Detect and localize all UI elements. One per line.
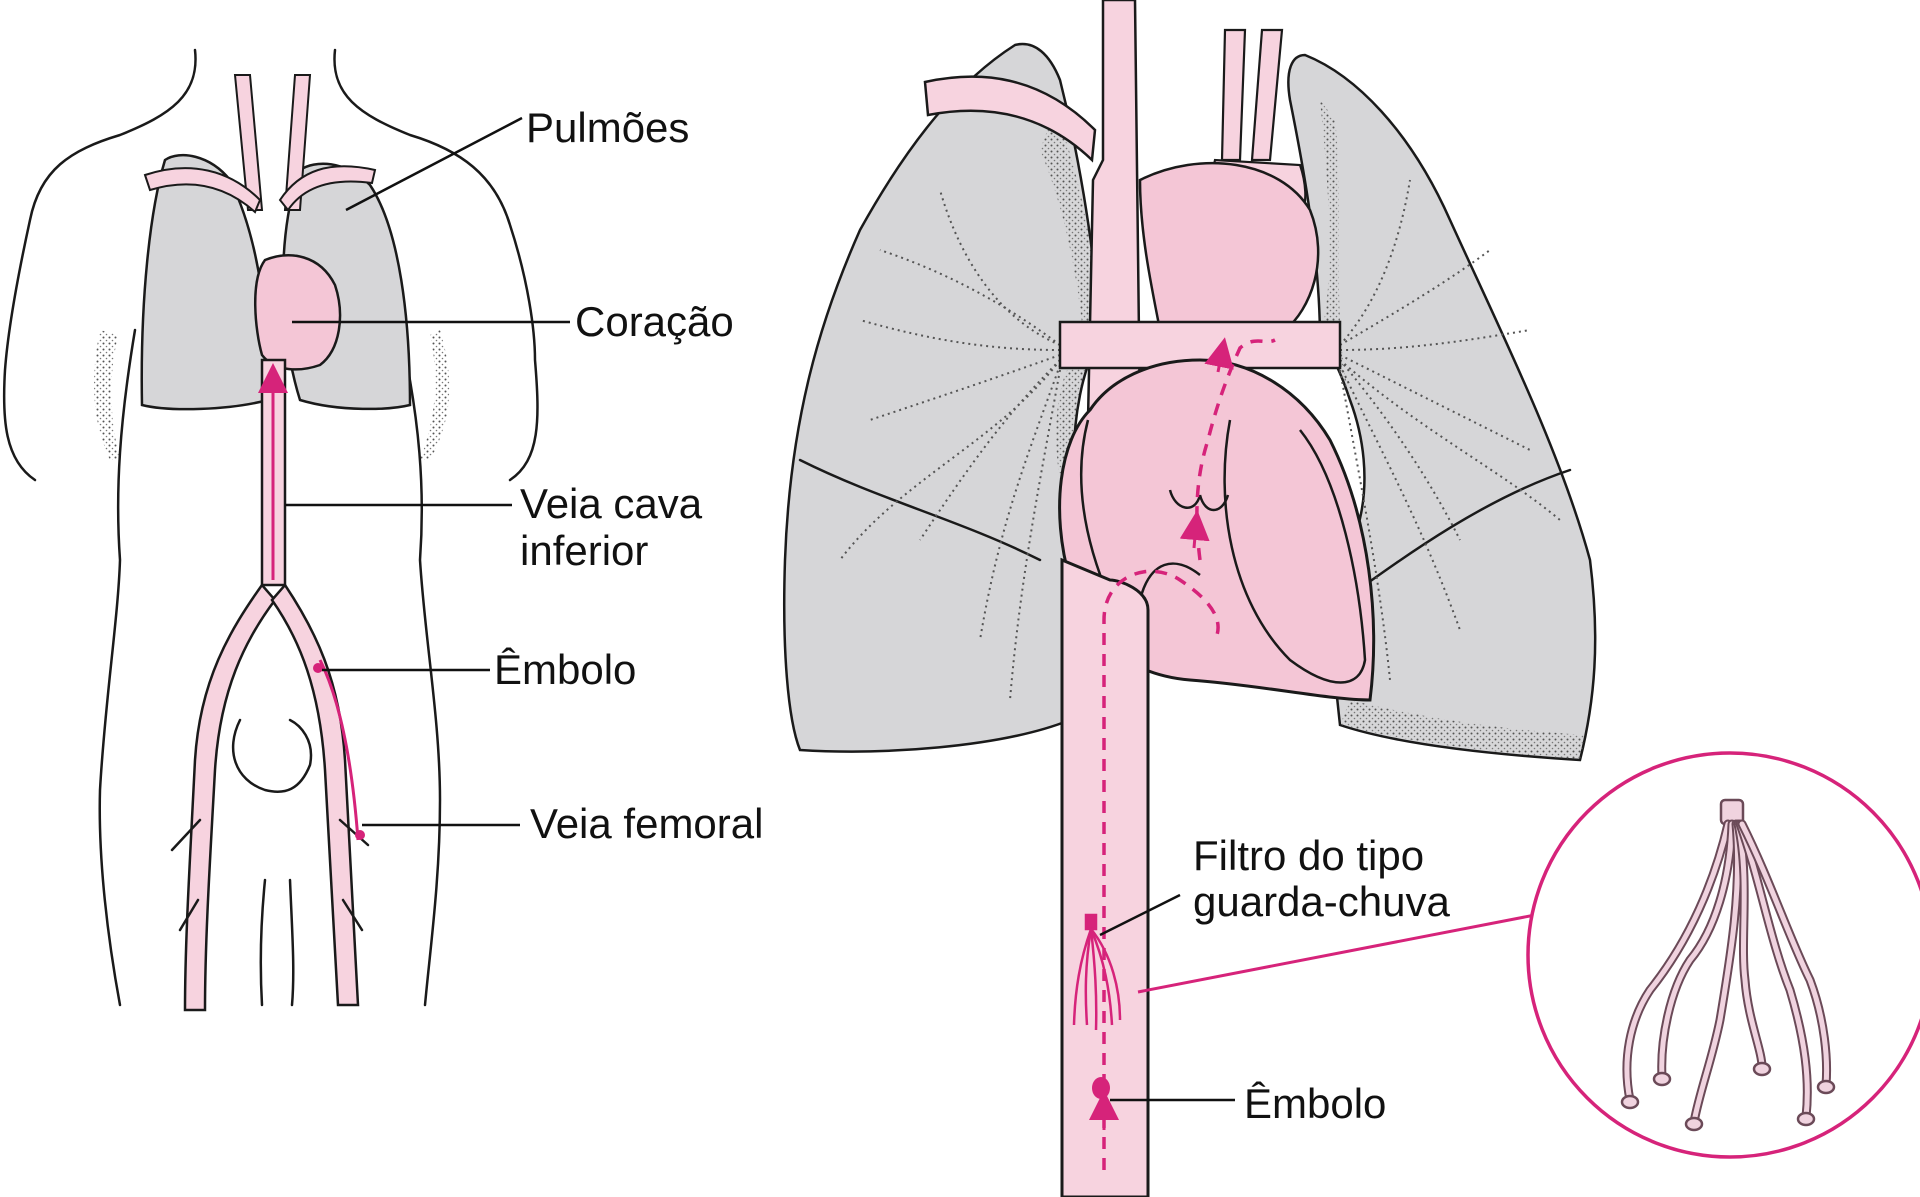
label-veia-femoral: Veia femoral — [530, 800, 763, 847]
label-filtro-line2: guarda-chuva — [1193, 878, 1450, 925]
heart-valve — [1168, 489, 1230, 512]
leader-pulmoes — [345, 116, 523, 212]
arm-shading-right — [420, 330, 450, 460]
bronchial-tree-right — [839, 189, 1061, 701]
aorta — [1138, 161, 1320, 332]
brachiocephalic-vein — [923, 75, 1097, 163]
pulmonary-artery-branches — [1058, 320, 1342, 370]
femoral-flow-line — [318, 659, 360, 841]
embolus-femoral-dot — [355, 830, 365, 840]
label-veia-cava-line2: inferior — [520, 527, 648, 574]
bronchial-tree-left — [1339, 179, 1561, 681]
left-figure-heart — [254, 254, 342, 371]
torso-left — [98, 328, 137, 1007]
left-ventricle-wall — [1223, 419, 1367, 684]
iliac-vein-left — [183, 582, 277, 1012]
neck-vessels — [233, 74, 312, 211]
femoral-branches — [170, 818, 370, 932]
blood-flow-path — [1102, 338, 1276, 1170]
embolus-ivc — [1092, 1077, 1110, 1099]
crotch — [231, 718, 313, 793]
arm-shading-left — [94, 330, 120, 460]
body-figure — [2, 48, 539, 1012]
inner-leg-right — [288, 878, 295, 1007]
leader-filtro — [1099, 893, 1181, 937]
label-pulmoes: Pulmões — [526, 104, 689, 151]
body-outline — [2, 48, 539, 482]
filter-magnifier — [1526, 751, 1920, 1159]
inner-leg-left — [259, 878, 267, 1007]
lung-right — [783, 42, 1102, 753]
lung-right-fissure — [798, 458, 1042, 562]
label-filtro-line1: Filtro do tipo — [1193, 832, 1424, 879]
leader-magnifier — [1137, 913, 1536, 994]
flow-arrow-pulmonary — [1204, 337, 1234, 373]
filter-legs — [1622, 819, 1832, 1127]
flow-arrow-heart — [1179, 510, 1210, 549]
label-coracao: Coração — [575, 298, 734, 345]
label-veia-cava-line1: Veia cava — [520, 480, 703, 527]
torso-right — [398, 328, 442, 1007]
ivc-right-figure — [1060, 557, 1150, 1197]
embolus-left-dot — [313, 663, 323, 673]
filter-in-ivc — [1072, 913, 1122, 1031]
heart-lungs-figure — [783, 0, 1597, 1197]
iliac-vein-right — [270, 582, 360, 1007]
label-embolo-left: Êmbolo — [494, 646, 636, 693]
subclavian-vessels — [143, 165, 377, 214]
filter-hooks — [1620, 1061, 1836, 1132]
lung-left-bottom-shading — [1340, 700, 1585, 760]
lung-right-shading — [1040, 110, 1100, 480]
label-embolo-right: Êmbolo — [1244, 1080, 1386, 1127]
